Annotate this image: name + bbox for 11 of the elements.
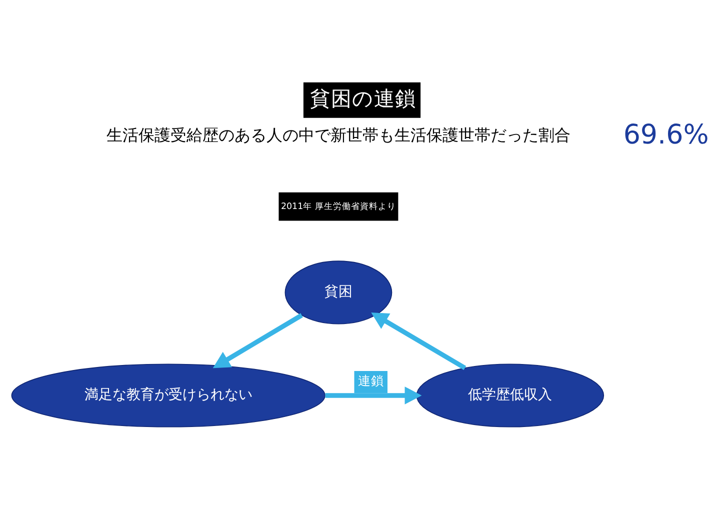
label: 生活保護受給歴のある人の中で新世帯も生活保護世帯だった割合 [106, 124, 570, 144]
arrow [371, 312, 466, 370]
label: 69.6% [623, 118, 709, 150]
node-ellipse: 貧困 [284, 260, 392, 324]
arrow [325, 386, 422, 404]
diagram-title: 貧困の連鎖 [310, 86, 416, 110]
node-ellipse: 満足な教育が受けられない [11, 363, 326, 427]
node-ellipse: 低学歴低収入 [416, 363, 604, 427]
edge-label: 連鎖 [358, 372, 384, 388]
label: 2011年 厚生労働省資料より [281, 201, 396, 212]
arrow [212, 312, 303, 368]
